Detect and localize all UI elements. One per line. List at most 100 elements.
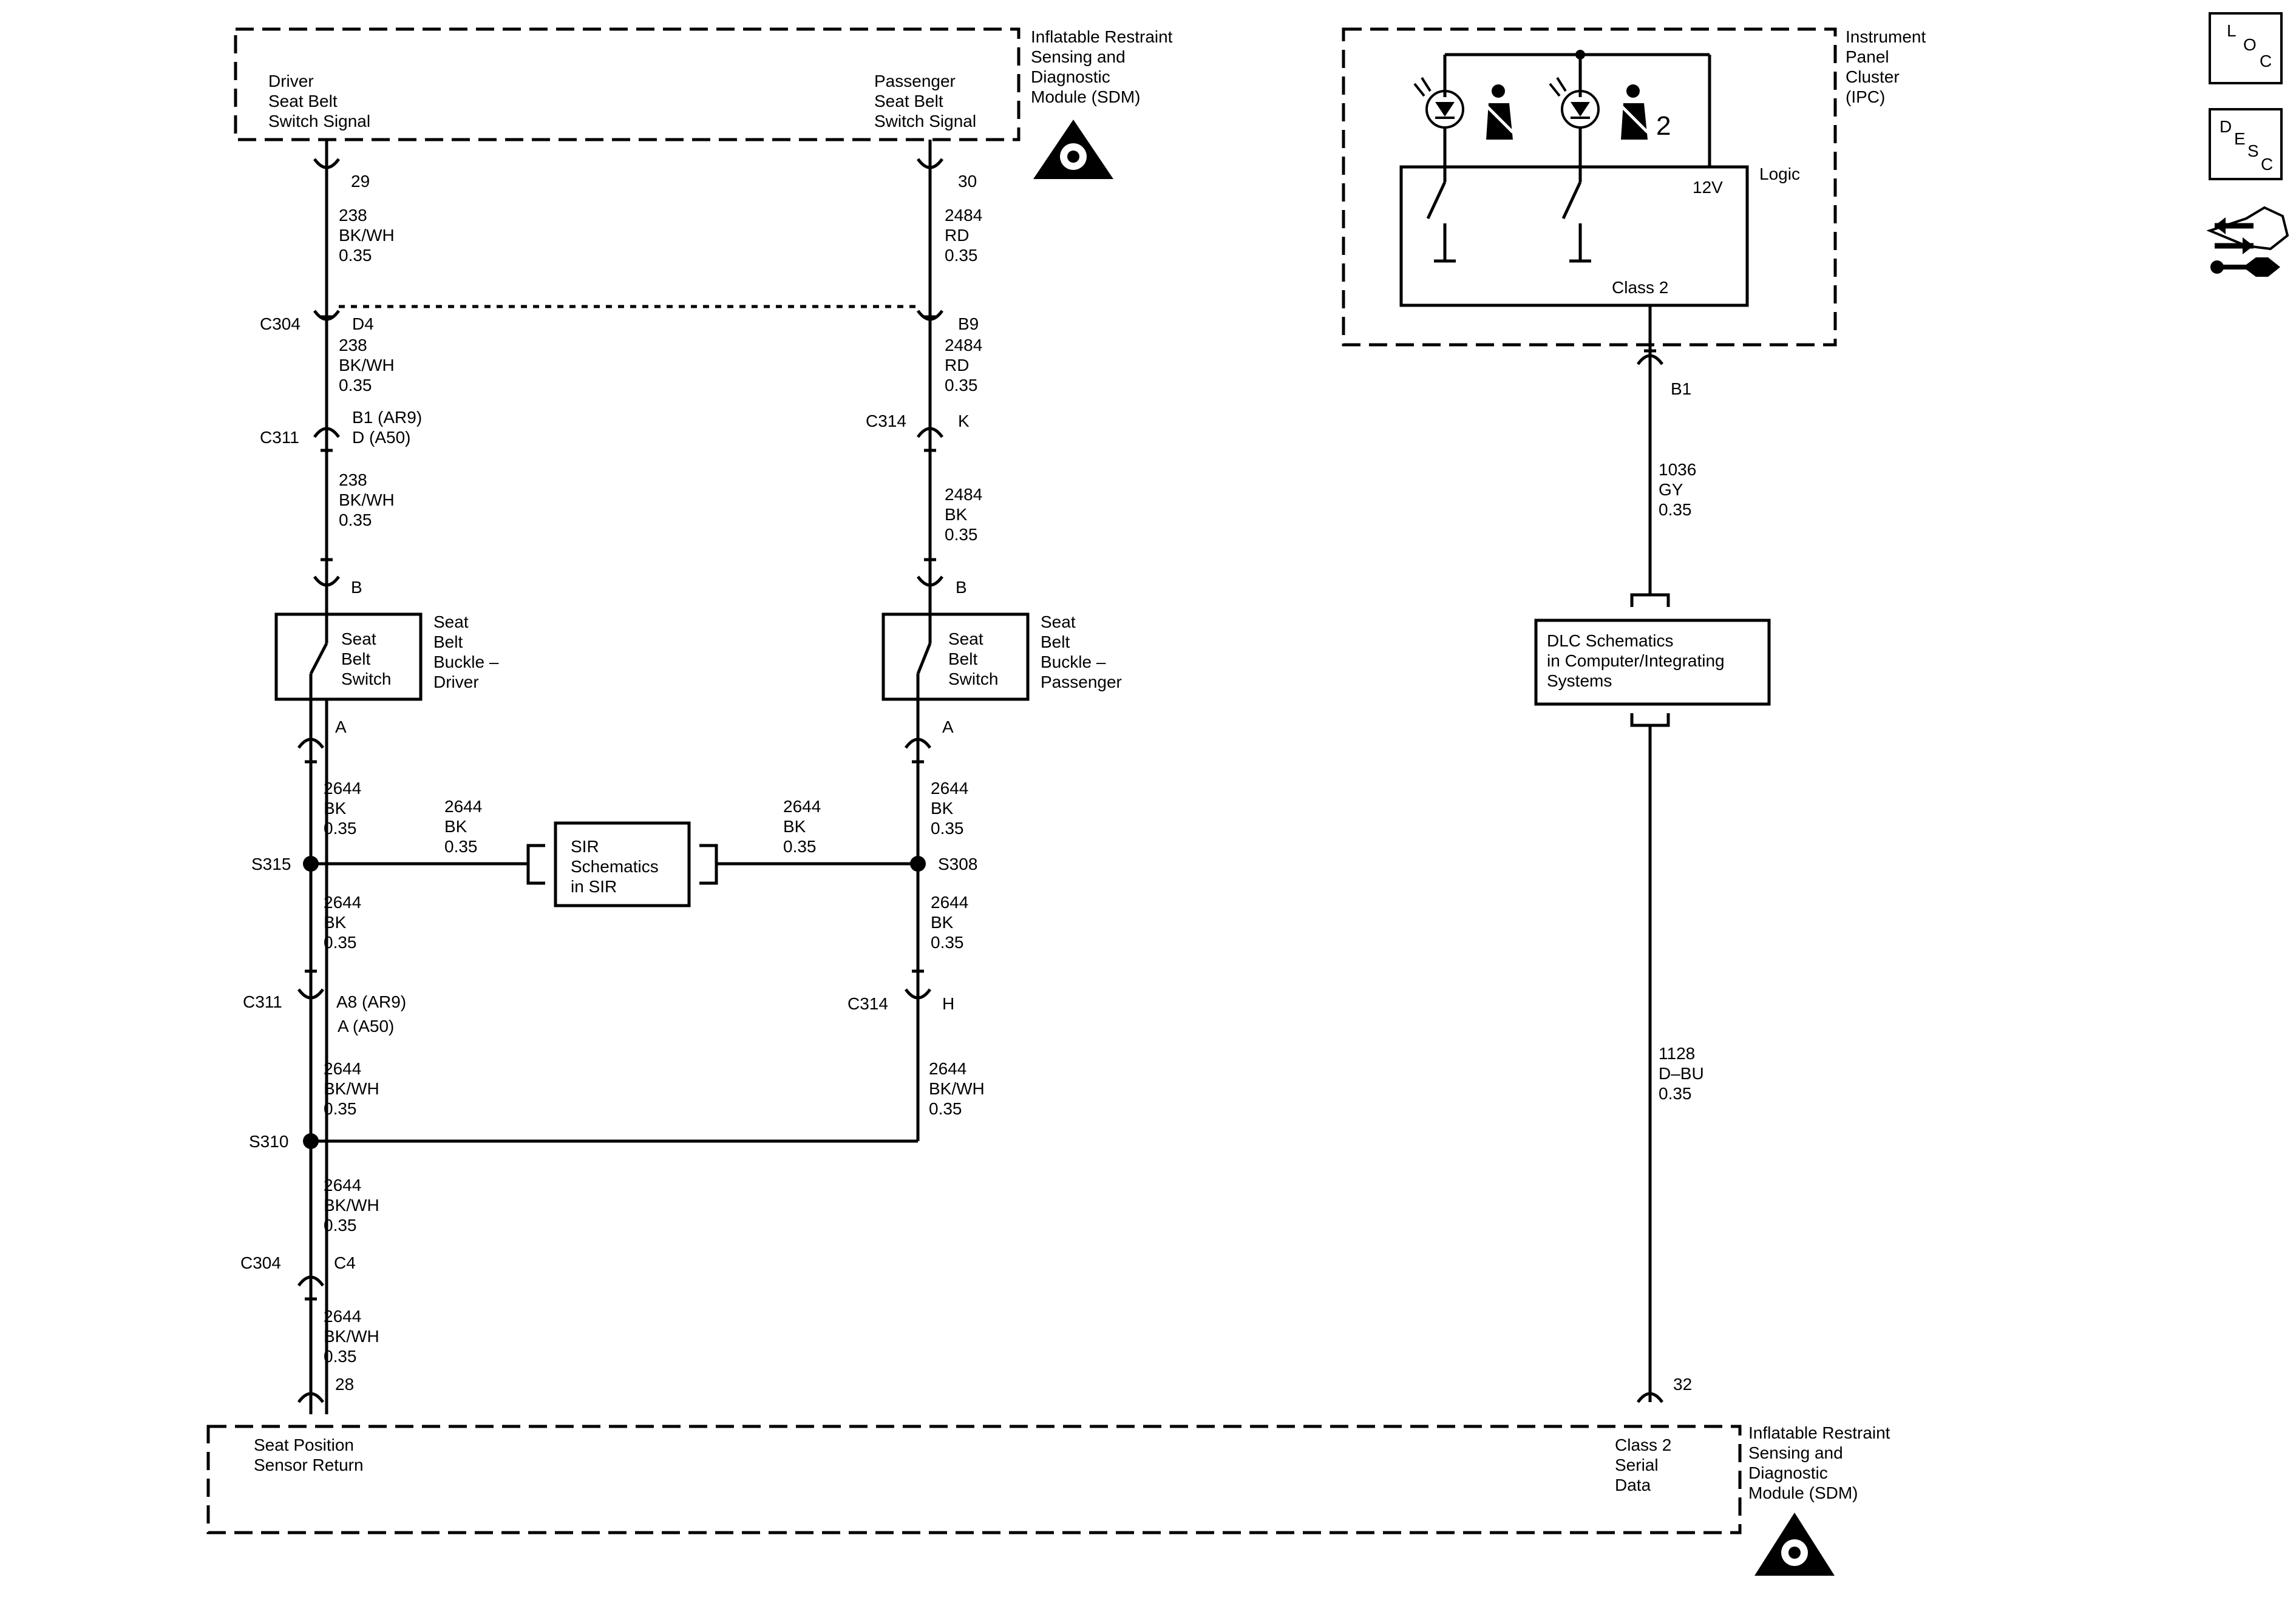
wire-2644-a-1: 2644	[324, 779, 361, 798]
wire-238-c-3: 0.35	[339, 510, 372, 529]
ipc-label-2: Panel	[1846, 47, 1889, 66]
airbag-warning-icon	[1754, 1513, 1835, 1576]
wire-2644-h-1: 2644	[929, 1059, 966, 1078]
sdm-bottom-label-4: Module (SDM)	[1748, 1483, 1858, 1502]
ipc-logic-label: Logic	[1759, 164, 1800, 183]
dlc-box-line-3: Systems	[1547, 671, 1612, 690]
wire-1128-1: 1128	[1659, 1044, 1695, 1063]
pin-b1-ar9: B1 (AR9)	[352, 408, 422, 427]
passenger-signal-label-2: Seat Belt	[874, 92, 943, 110]
wire-2644-d-2: BK/WH	[324, 1196, 379, 1215]
ipc-label-1: Instrument	[1846, 27, 1926, 46]
desc-button[interactable]: D E S C	[2209, 108, 2283, 180]
wire-2484-b-2: RD	[945, 356, 969, 375]
sir-schematics-reference[interactable]: SIR Schematics in SIR	[526, 821, 718, 907]
pin-d-a50: D (A50)	[352, 428, 410, 447]
sdm-top-module: Inflatable Restraint Sensing and Diagnos…	[234, 27, 1173, 179]
sdm-top-label-2: Sensing and	[1031, 47, 1126, 66]
wire-2644-sir-right-1: 2644	[783, 797, 821, 816]
wire-2644-a-2: BK	[324, 799, 347, 818]
wire-2644-h-2: BK/WH	[929, 1079, 985, 1098]
wire-1128-2: D–BU	[1659, 1064, 1704, 1083]
splice-s310: S310	[249, 1132, 288, 1151]
dlc-box-line-2: in Computer/Integrating	[1547, 651, 1725, 670]
sdm-top-label-3: Diagnostic	[1031, 67, 1110, 86]
connector-c311-top: C311	[260, 428, 299, 447]
pin-a-passenger: A	[942, 717, 954, 736]
dlc-schematics-reference[interactable]: DLC Schematics in Computer/Integrating S…	[1534, 593, 1771, 727]
ipc-label-4: (IPC)	[1846, 87, 1885, 106]
wire-238-a-2: BK/WH	[339, 226, 395, 245]
pin-a-a50: A (A50)	[338, 1017, 394, 1036]
loc-letter-c: C	[2260, 52, 2272, 70]
pin-a-driver: A	[335, 717, 347, 736]
wire-2644-a-3: 0.35	[324, 819, 357, 838]
wire-2644-c-3: 0.35	[324, 1099, 357, 1118]
wire-2644-e-2: BK/WH	[324, 1327, 379, 1346]
pin-k: K	[958, 412, 970, 430]
passenger-seatbelt-indicator-led-icon	[1549, 76, 1600, 129]
sdm-bottom-module: Seat Position Sensor Return Class 2 Seri…	[206, 1423, 1890, 1576]
wire-2644-d-1: 2644	[324, 1176, 361, 1195]
wire-2644-g-1: 2644	[931, 893, 968, 912]
driver-signal-label-3: Switch Signal	[268, 112, 370, 131]
sir-box-line-3: in SIR	[571, 877, 617, 896]
driver-seatbelt-indicator-led-icon	[1413, 76, 1464, 129]
sdm-bottom-label-1: Inflatable Restraint	[1748, 1423, 1890, 1442]
pin-30: 30	[958, 172, 977, 191]
passenger-circuit: 30 2484 RD 0.35 B9 2484 RD 0.35 C314 K 2…	[847, 140, 1122, 1141]
wire-2644-b-2: BK	[324, 913, 347, 932]
splice-s308: S308	[938, 855, 977, 873]
wire-2644-f-2: BK	[931, 799, 954, 818]
connector-c311-bottom: C311	[243, 992, 282, 1011]
wire-2644-f-3: 0.35	[931, 819, 964, 838]
connector-symbols-driver	[297, 158, 341, 1403]
sdm-top-label-1: Inflatable Restraint	[1031, 27, 1173, 46]
driver-seatbelt-switch	[274, 612, 423, 701]
driver-buckle-label-2: Belt	[433, 632, 463, 651]
connector-c304-bottom: C304	[240, 1253, 281, 1272]
loc-button[interactable]: L O C	[2209, 12, 2283, 84]
passenger-buckle-label-4: Passenger	[1041, 673, 1122, 691]
wire-2644-e-1: 2644	[324, 1307, 361, 1326]
wire-2644-sir-right-2: BK	[783, 817, 806, 836]
pin-a8-ar9: A8 (AR9)	[336, 992, 406, 1011]
ipc-class2-label: Class 2	[1612, 278, 1668, 297]
wire-1036-2: GY	[1659, 480, 1683, 499]
passenger-signal-label-3: Switch Signal	[874, 112, 976, 131]
desc-letter-c: C	[2261, 155, 2273, 174]
wire-2644-sir-left-1: 2644	[444, 797, 482, 816]
passenger-buckle-label-2: Belt	[1041, 632, 1070, 651]
passenger-indicator-mark: 2	[1656, 111, 1671, 141]
class2-data-label-3: Data	[1615, 1476, 1651, 1494]
pin-b-driver: B	[351, 578, 362, 597]
wire-2644-e-3: 0.35	[324, 1347, 357, 1366]
passenger-switch-inner-3: Switch	[948, 670, 998, 688]
driver-signal-label-1: Driver	[268, 72, 314, 90]
class2-circuit: B1 1036 GY 0.35 1128 D–BU 0.35 32	[1636, 305, 1704, 1403]
desc-letter-d: D	[2220, 117, 2232, 136]
wire-2644-b-3: 0.35	[324, 933, 357, 952]
wire-2644-sir-left-3: 0.35	[444, 837, 478, 856]
driver-buckle-label-4: Driver	[433, 673, 479, 691]
wire-2484-a-3: 0.35	[945, 246, 978, 265]
pin-b9: B9	[958, 314, 979, 333]
wire-238-b-3: 0.35	[339, 376, 372, 395]
wire-238-c-2: BK/WH	[339, 490, 395, 509]
wire-238-c-1: 238	[339, 470, 367, 489]
desc-letter-s: S	[2247, 141, 2259, 160]
desc-letter-e: E	[2234, 129, 2246, 148]
loc-letter-l: L	[2227, 21, 2237, 40]
seat-position-label-1: Seat Position	[254, 1436, 354, 1454]
sir-box-line-1: SIR	[571, 837, 599, 856]
pin-b1-ipc: B1	[1671, 379, 1691, 398]
wire-2644-sir-left-2: BK	[444, 817, 467, 836]
wire-2644-c-2: BK/WH	[324, 1079, 379, 1098]
pin-28: 28	[335, 1375, 354, 1394]
ipc-module: Instrument Panel Cluster (IPC) Logic 12V…	[1342, 27, 1926, 347]
seat-position-label-2: Sensor Return	[254, 1456, 364, 1474]
connector-navigation-icon[interactable]	[2206, 206, 2289, 277]
pin-b-passenger: B	[956, 578, 967, 597]
ipc-12v-label: 12V	[1693, 178, 1723, 197]
passenger-seatbelt-symbol-icon	[1618, 84, 1649, 140]
